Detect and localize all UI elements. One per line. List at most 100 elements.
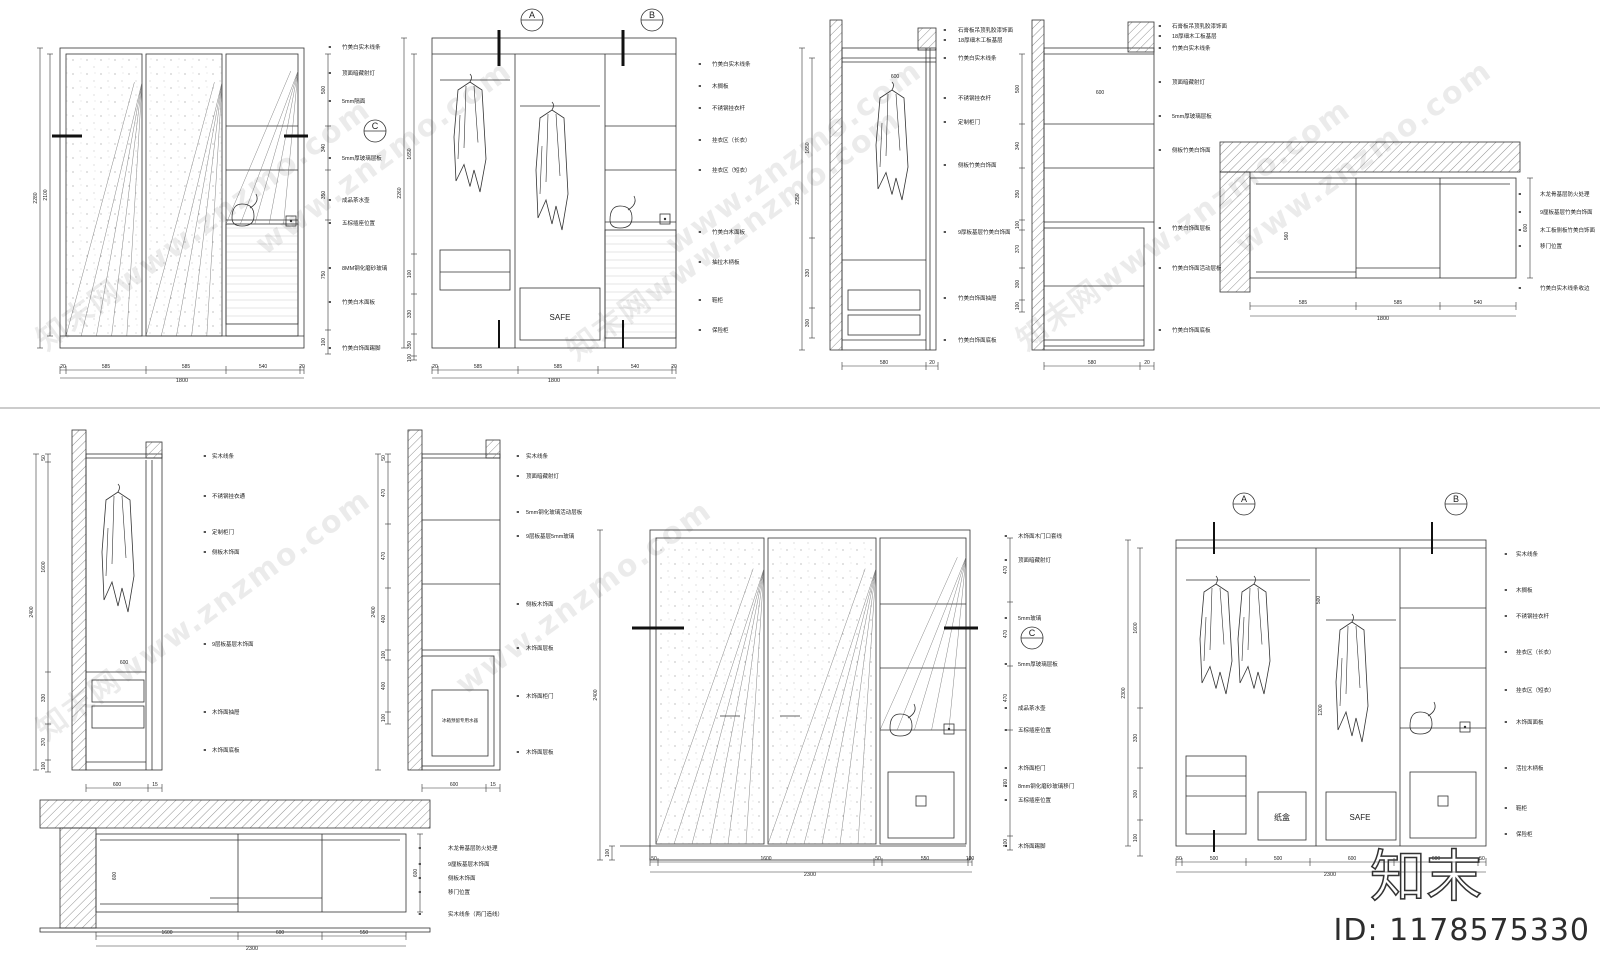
elev3-dim-bottom-value: 50 xyxy=(651,856,657,862)
sec4-ceiling-block xyxy=(485,439,501,459)
sec2-label-text: 5mm厚玻璃层板 xyxy=(1172,112,1212,120)
sec1-garment xyxy=(875,81,909,201)
sec2-label-dot xyxy=(1159,81,1161,83)
plan1-inner-dim: 560 xyxy=(1284,232,1290,241)
sec3-label-dot xyxy=(204,711,206,713)
sec2-label-text: 竹美白饰面底板 xyxy=(1172,326,1211,334)
elev2-label-text: 挂衣区（短衣） xyxy=(712,166,751,174)
elev1-dim-left-a-value: 2280 xyxy=(33,192,39,203)
sec4-dim-bottom-value: 600 xyxy=(450,782,459,788)
elev4-kettle-icon xyxy=(1409,701,1436,735)
elev1-dim-bottom-value: 585 xyxy=(102,364,111,370)
elev4-dim-left-b-value: 1600 xyxy=(1133,622,1139,633)
elev3-glass-hatch xyxy=(727,568,765,845)
garment-outline xyxy=(535,109,569,231)
elev3-glass-hatch xyxy=(767,568,866,845)
plan2-wall-top xyxy=(39,799,431,829)
elev1-label-text: 成品茶水壶 xyxy=(342,196,370,204)
sec4-fridge-space xyxy=(431,689,489,757)
sec4-dim-left-b-value: 100 xyxy=(381,714,387,723)
elev2-label-dot xyxy=(699,85,701,87)
elev2-label-dot xyxy=(699,107,701,109)
garment-folds xyxy=(879,93,901,168)
elev4-dim-left-a-value: 2300 xyxy=(1121,687,1127,698)
elev2-dim-bottom-value: 585 xyxy=(474,364,483,370)
sec4-label-text: 5mm钢化玻璃活动层板 xyxy=(526,508,583,516)
elev4-safe-box xyxy=(1437,795,1449,807)
sec3-dim-left-a-value: 2400 xyxy=(29,606,35,617)
kettle-outline xyxy=(1409,701,1436,735)
elev2-frame xyxy=(431,37,677,349)
elev1-label-text: 五棕插座位置 xyxy=(342,219,376,227)
plan1-label-dot xyxy=(1519,229,1521,231)
sec1-label-dot xyxy=(944,29,946,31)
elev3-label-text: 5mm玻璃 xyxy=(1018,614,1042,622)
sec3-dim-bottom-value: 600 xyxy=(113,782,122,788)
plan1-label-text: 9厘板基层竹美白饰面 xyxy=(1540,208,1593,216)
kettle-outline xyxy=(231,193,258,227)
elev3-dim-right-value: 760 xyxy=(1003,779,1009,788)
elev1-label-dot xyxy=(329,347,331,349)
sec3-label-text: 实木线条 xyxy=(212,452,235,460)
elev2-dim-left-b-value: 330 xyxy=(407,310,413,319)
garment-folds xyxy=(105,495,127,577)
elev2-label-text: 鞋柜 xyxy=(712,296,724,304)
elev2-label-dot xyxy=(699,169,701,171)
sec4-wall-left xyxy=(407,429,423,771)
sec1-label-text: 定制柜门 xyxy=(958,118,980,126)
plan2-dim-right-value: 600 xyxy=(413,869,419,878)
elev1-dim-bottom-value: 585 xyxy=(182,364,191,370)
elev1-dim-right-value: 340 xyxy=(321,144,327,153)
elev4-dim-bottom-value: 50 xyxy=(1479,856,1485,862)
sec2-label-dot xyxy=(1159,47,1161,49)
elev4-label-text: 挂衣区（长衣） xyxy=(1516,648,1555,656)
plan1-label-text: 木龙骨基层防火处理 xyxy=(1540,190,1590,198)
sec2-cabinet xyxy=(1043,47,1155,351)
sec4-lower-cabinet xyxy=(421,655,495,767)
hanger-hook xyxy=(891,81,894,91)
sec2-label-dot xyxy=(1159,115,1161,117)
elev2-label-dot xyxy=(699,261,701,263)
elev4-dim-bottom-value: 500 xyxy=(1210,856,1219,862)
elev2-tag-b: B xyxy=(640,8,664,32)
elev3-open-bay xyxy=(879,537,967,845)
elev3-dim-bottom-value: 50 xyxy=(875,856,881,862)
elev4-label-text: 鞋柜 xyxy=(1516,804,1528,812)
elev3-glass-hatch xyxy=(785,568,877,845)
elev2-socket-icon-hole xyxy=(663,217,667,221)
elev3-label-text: 5mm厚玻璃层板 xyxy=(1018,660,1058,668)
elev2-tag-a: A xyxy=(520,8,544,32)
garment-folds xyxy=(1203,587,1225,662)
elev3-dim-total: 2300 xyxy=(804,872,816,878)
elev2-garment-long xyxy=(453,73,487,193)
elev3-label-dot xyxy=(1005,559,1007,561)
elev3-label-dot xyxy=(1005,767,1007,769)
elev3-socket-icon-hole xyxy=(947,727,951,731)
sec4-dim-left-b-value: 400 xyxy=(381,682,387,691)
sec4-label-dot xyxy=(517,475,519,477)
plan1-dim-bottom-value: 585 xyxy=(1394,300,1403,306)
plan1-label-dot xyxy=(1519,193,1521,195)
elev3-label-dot xyxy=(1005,785,1007,787)
elev4-label-dot xyxy=(1505,767,1507,769)
elev4-tag-b: B xyxy=(1444,492,1468,516)
elev1-label-dot xyxy=(329,72,331,74)
tag-letter: B xyxy=(649,10,655,20)
sec2-wall-left xyxy=(1031,19,1045,351)
garment-outline xyxy=(453,81,487,193)
drawing-id: ID: 1178575330 xyxy=(1333,913,1590,948)
sec4-label-dot xyxy=(517,751,519,753)
sec2-ceiling-block xyxy=(1127,21,1155,53)
sec2-label-text: 竹美白饰面层板 xyxy=(1172,224,1211,232)
sec1-label-text: 石膏板吊顶乳胶漆饰面 xyxy=(958,26,1014,34)
elev4-label-dot xyxy=(1505,721,1507,723)
elev3-glass-hatch xyxy=(914,557,967,731)
elev4-garment-1 xyxy=(1199,575,1233,695)
plan2-label-dot xyxy=(419,877,421,879)
elev4-dim-bottom-value: 600 xyxy=(1348,856,1357,862)
plan2-label-text: 移门位置 xyxy=(448,888,471,896)
tag-letter: A xyxy=(1241,494,1247,504)
elev1-label-text: 竹美白木面板 xyxy=(342,298,376,306)
sec1-dim-bottom-value: 580 xyxy=(880,360,889,366)
elev4-label-dot xyxy=(1505,615,1507,617)
